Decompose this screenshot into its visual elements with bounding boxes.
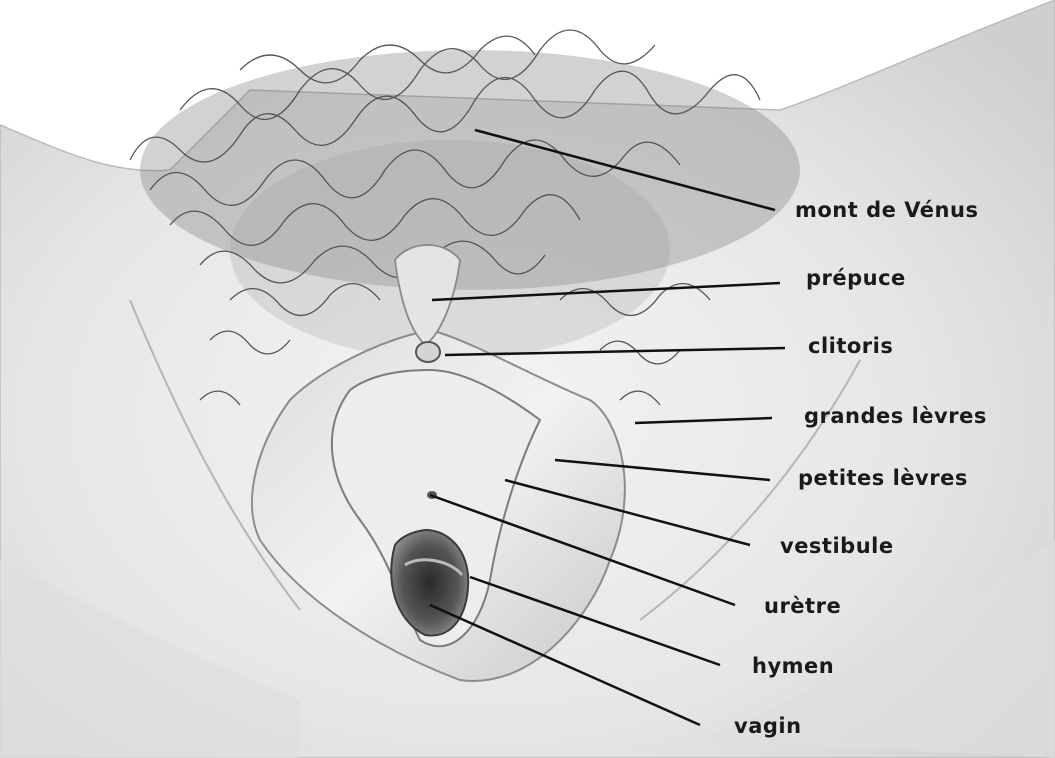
label-vagin: vagin [734, 716, 802, 737]
label-grandes-levres: grandes lèvres [804, 406, 987, 427]
label-uretre: urètre [764, 596, 841, 617]
label-mont-de-venus: mont de Vénus [795, 200, 978, 221]
label-petites-levres: petites lèvres [798, 468, 968, 489]
label-vestibule: vestibule [780, 536, 894, 557]
clitoris-shape [416, 342, 440, 362]
label-clitoris: clitoris [808, 336, 893, 357]
label-prepuce: prépuce [806, 268, 906, 289]
label-hymen: hymen [752, 656, 834, 677]
